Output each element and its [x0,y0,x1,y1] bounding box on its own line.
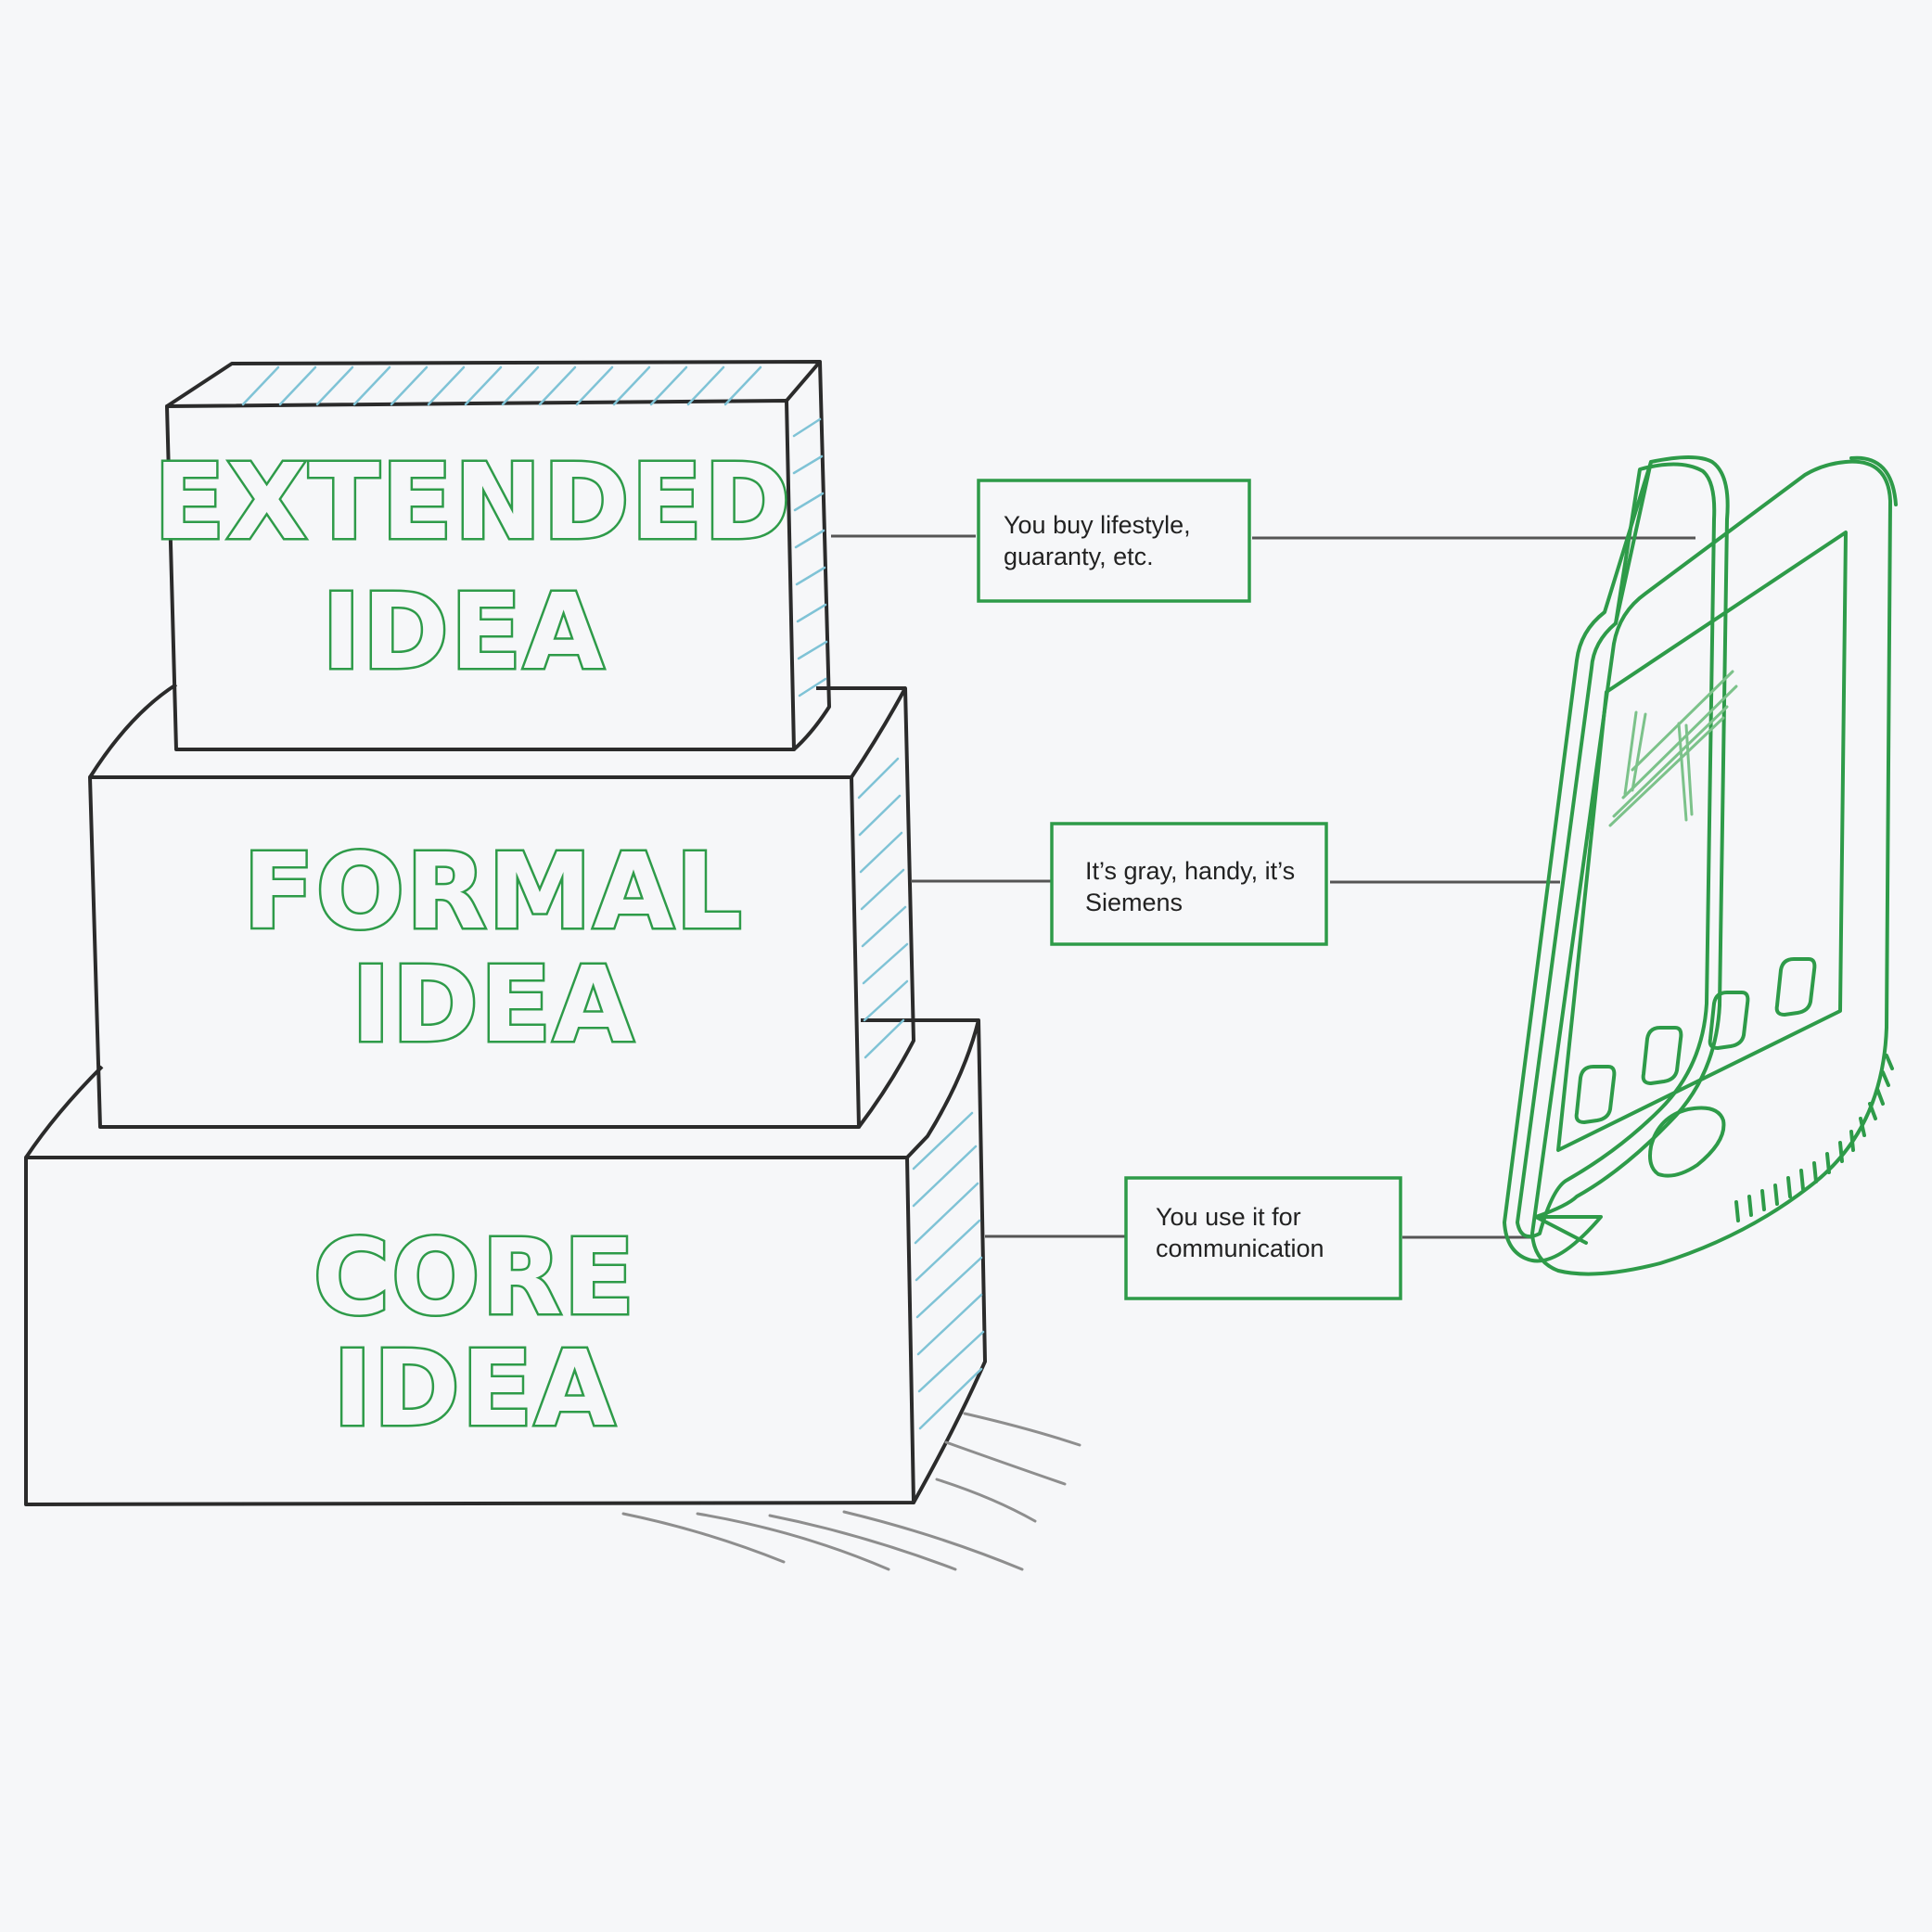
extended-block: EXTENDED IDEA [152,360,831,751]
core-title-line2: IDEA [333,1329,617,1450]
formal-title-line1: FORMAL [243,832,743,953]
speaker-grill [1734,1054,1894,1222]
note-extended-line1: You buy lifestyle, [1004,511,1191,539]
note-core-line2: communication [1156,1235,1324,1262]
note-core: You use it for communication [1124,1176,1402,1300]
formal-block: FORMAL IDEA [88,683,915,1129]
note-extended: You buy lifestyle, guaranty, etc. [977,479,1251,603]
screen-sketch [1608,670,1738,827]
smartphone-icon [1503,455,1898,1276]
note-formal-line1: It’s gray, handy, it’s [1085,857,1295,885]
extended-title-line1: EXTENDED [154,442,792,563]
note-core-line1: You use it for [1156,1203,1301,1231]
note-formal: It’s gray, handy, it’s Siemens [1050,822,1328,946]
extended-title-line2: IDEA [322,572,606,693]
core-title-line1: CORE [313,1218,636,1338]
formal-title-line2: IDEA [352,945,635,1066]
note-formal-line2: Siemens [1085,889,1183,916]
connectors [831,534,1695,1239]
core-block: CORE IDEA [24,1018,987,1506]
motion-lines [621,1412,1081,1571]
note-extended-line2: guaranty, etc. [1004,543,1154,570]
